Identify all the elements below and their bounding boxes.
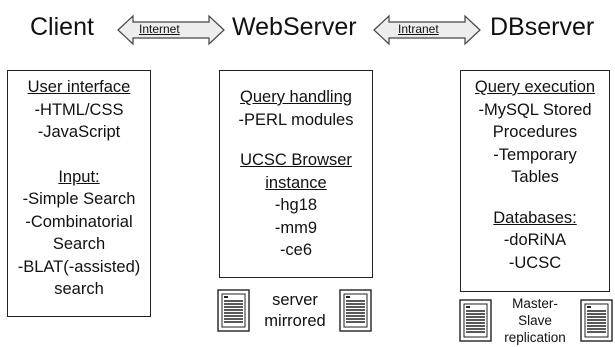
intranet-label: Intranet: [398, 22, 439, 36]
input-item: -Combinatorial: [25, 212, 133, 231]
internet-arrow: [117, 14, 225, 46]
dbserver-line: Tables: [511, 168, 559, 186]
tier-webserver: WebServer: [232, 13, 357, 41]
input-item: search: [54, 280, 104, 298]
input-item: -BLAT(-assisted): [17, 257, 141, 276]
dbserver-box: Query execution -MySQL Stored Procedures…: [460, 70, 610, 292]
replication-caption: Master- Slave replication: [504, 296, 566, 345]
genome-item: -ce6: [279, 241, 313, 259]
client-box: User interface -HTML/CSS -JavaScript Inp…: [7, 70, 151, 317]
genome-item: -mm9: [274, 218, 318, 237]
client-heading: User interface: [27, 78, 131, 96]
intranet-arrow: [373, 14, 481, 46]
dbserver-line: -MySQL Stored: [478, 100, 592, 119]
mirror-caption: server mirrored: [264, 291, 326, 330]
client-line: -HTML/CSS: [34, 100, 124, 119]
server-icon: [339, 289, 372, 332]
browser-heading: UCSC Browser: [240, 151, 352, 169]
webserver-line: -PERL modules: [238, 110, 354, 129]
input-item: Search: [52, 235, 106, 253]
database-item: -doRiNA: [503, 231, 567, 249]
input-item: -Simple Search: [22, 190, 136, 208]
browser-heading: instance: [265, 173, 327, 192]
server-icon: [459, 299, 492, 342]
genome-item: -hg18: [274, 196, 318, 214]
dbserver-line: Procedures: [492, 123, 578, 141]
server-icon: [580, 299, 613, 342]
webserver-heading: Query handling: [240, 88, 352, 106]
internet-label: Internet: [139, 22, 180, 36]
webserver-box: Query handling -PERL modules UCSC Browse…: [219, 70, 373, 278]
tier-client: Client: [30, 13, 94, 41]
server-icon: [217, 289, 250, 332]
input-heading: Input:: [58, 167, 100, 186]
client-line: -JavaScript: [37, 123, 121, 141]
database-item: -UCSC: [508, 253, 562, 272]
dbserver-heading: Query execution: [474, 78, 596, 96]
databases-heading: Databases:: [493, 208, 577, 227]
dbserver-line: -Temporary: [493, 145, 577, 164]
tier-dbserver: DBserver: [490, 13, 595, 41]
